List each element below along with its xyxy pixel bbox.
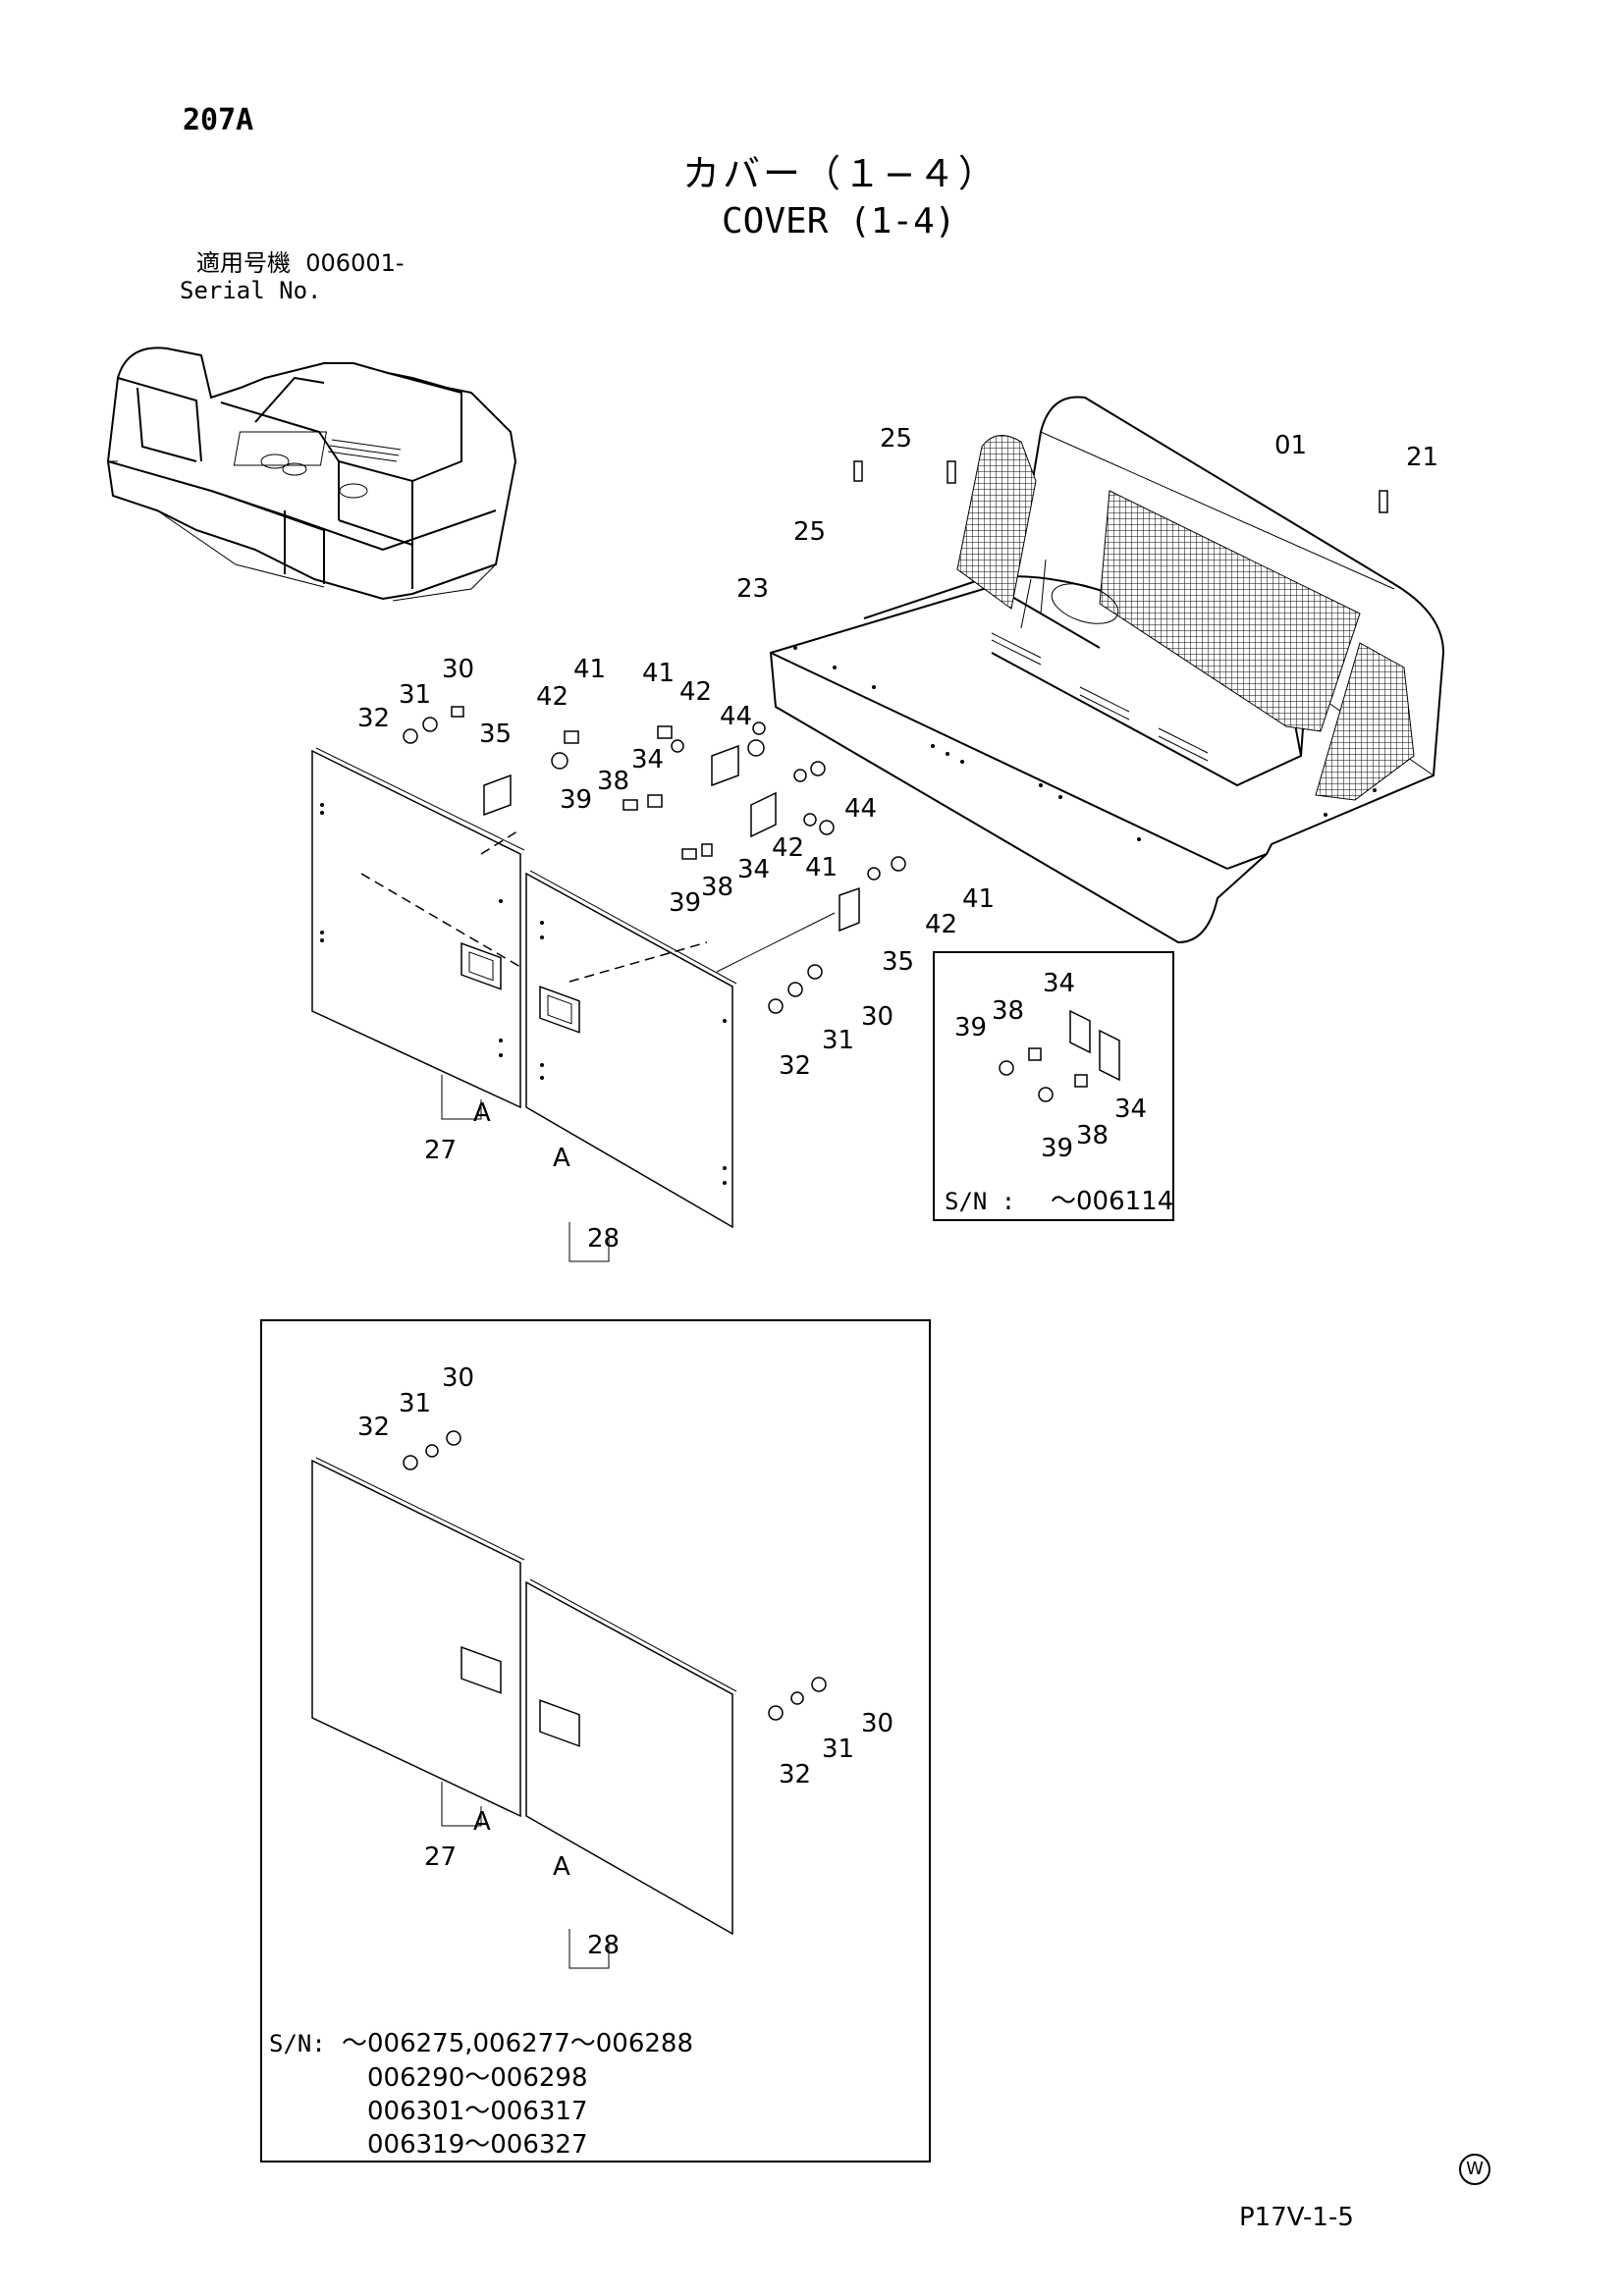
callout-01: 01: [1274, 431, 1307, 460]
left-door-panel: [311, 747, 525, 1109]
callout-44a: 44: [720, 702, 752, 731]
callout-23: 23: [736, 574, 769, 604]
inset-callout-34a: 34: [1043, 969, 1075, 998]
bracket-28: [568, 1222, 610, 1262]
page-code: 207A: [183, 103, 254, 137]
callout-A2: A: [553, 1144, 570, 1173]
callouts-main: 01 21 25 25 23 30 31 32 35 42 41 39 38 4…: [357, 424, 1438, 1254]
callout-35a: 35: [479, 720, 512, 749]
callout-41a: 41: [573, 655, 606, 684]
w-mark-symbol: W: [1459, 2154, 1490, 2185]
inset-callout-39a: 39: [954, 1013, 987, 1042]
callout-39b: 39: [669, 888, 701, 918]
lower-callout-32a: 32: [357, 1413, 390, 1442]
lower-serial-line-2: 006290～006298: [367, 2063, 588, 2093]
page-title-en: COVER (1-4): [722, 201, 956, 241]
serial-applicability: 適用号機 006001-: [196, 251, 405, 275]
callout-42c: 42: [772, 833, 804, 863]
inset-callout-34b: 34: [1114, 1095, 1147, 1124]
lower-callout-30a: 30: [442, 1363, 474, 1393]
lower-callout-30b: 30: [861, 1709, 893, 1738]
callout-44b: 44: [844, 794, 877, 824]
fasteners-main: [403, 460, 1388, 1014]
callout-41b: 41: [642, 659, 675, 688]
bracket-27: [441, 1075, 482, 1120]
lower-serial-label: S/N:: [269, 2030, 326, 2057]
callout-41d: 41: [962, 884, 995, 914]
inset-callout-38b: 38: [1076, 1121, 1109, 1150]
callout-38a: 38: [597, 767, 629, 796]
callout-A1: A: [473, 1098, 491, 1128]
inset-serial-label: S/N :: [945, 1188, 1015, 1215]
right-door-panel: [525, 870, 737, 1229]
callout-42d: 42: [925, 910, 957, 939]
callout-39a: 39: [560, 785, 592, 815]
lower-callout-28: 28: [587, 1931, 620, 1960]
serial-start: 006001-: [305, 249, 405, 277]
lower-callout-31a: 31: [399, 1389, 431, 1418]
callout-31: 31: [399, 680, 431, 710]
callout-32b: 32: [779, 1051, 811, 1081]
callout-42b: 42: [679, 677, 712, 707]
callout-34b: 34: [737, 855, 770, 884]
footer-page-ref: P17V-1-5: [1239, 2203, 1354, 2232]
callout-32: 32: [357, 704, 390, 733]
callout-41c: 41: [805, 853, 838, 882]
top-cover-assembly: [769, 396, 1445, 944]
callout-42a: 42: [536, 682, 568, 712]
lower-callout-A2: A: [553, 1852, 570, 1882]
callout-27: 27: [424, 1136, 457, 1165]
lower-callout-31b: 31: [822, 1735, 854, 1764]
callout-25a: 25: [880, 424, 912, 454]
inset-serial-range: ～006114: [1051, 1187, 1173, 1216]
phantom-line: [568, 941, 708, 983]
callout-31b: 31: [822, 1026, 854, 1055]
callout-30b: 30: [861, 1002, 893, 1032]
lower-variant-panel: 30 31 32 30 31 32 A A 27 28 S/N: ～006275…: [260, 1319, 931, 2163]
callout-30: 30: [442, 655, 474, 684]
leader: [716, 912, 836, 973]
callout-28: 28: [587, 1224, 620, 1254]
callout-35b: 35: [882, 947, 914, 977]
phantom-line: [480, 828, 521, 855]
inset-callout-39b: 39: [1041, 1134, 1073, 1163]
callout-34a: 34: [631, 745, 664, 774]
callout-25b: 25: [793, 517, 826, 547]
lower-callout-27: 27: [424, 1842, 457, 1872]
serial-label-en: Serial No.: [180, 277, 322, 304]
callout-38b: 38: [701, 873, 733, 902]
lower-serial-line-4: 006319～006327: [367, 2130, 588, 2160]
lower-serial-line-3: 006301～006317: [367, 2097, 588, 2126]
lower-callout-32b: 32: [779, 1760, 811, 1789]
page-title-jp: カバー（１−４）: [682, 152, 999, 195]
inset-variant-box: 34 38 39 34 39 38 S/N : ～006114: [933, 951, 1174, 1221]
callout-21: 21: [1406, 443, 1438, 472]
lower-serial-line-1: ～006275,006277～006288: [342, 2029, 693, 2058]
machine-overview-illustration: [106, 347, 517, 602]
serial-label-jp: 適用号機: [196, 249, 291, 277]
inset-callout-38a: 38: [992, 996, 1024, 1026]
lower-callout-A1: A: [473, 1807, 491, 1837]
